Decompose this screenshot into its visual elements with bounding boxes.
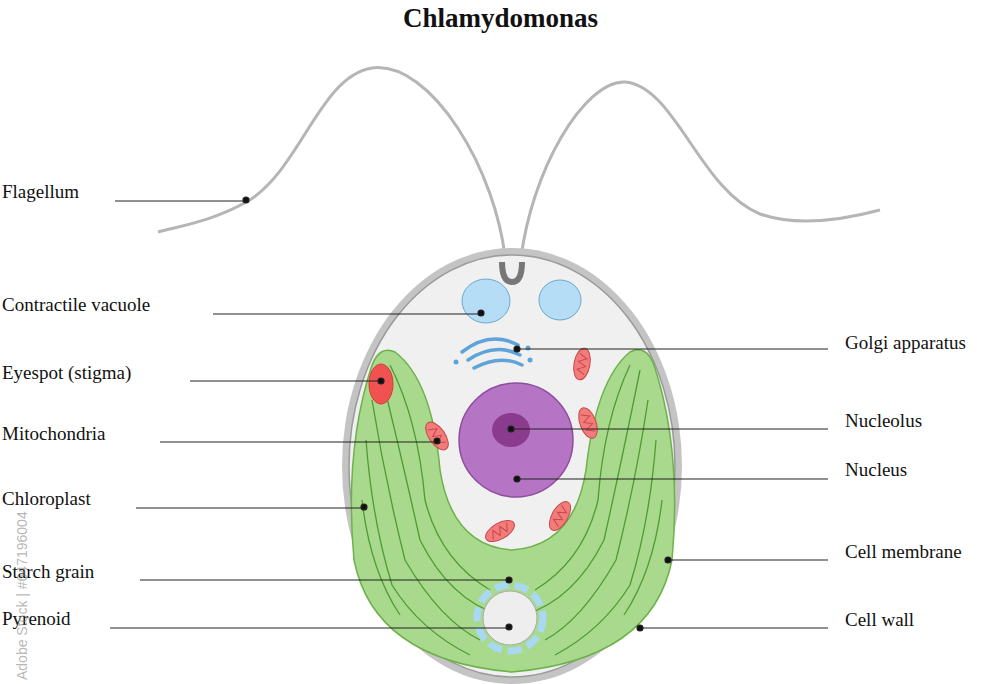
leader-line [668, 559, 828, 560]
mito-body [482, 516, 518, 546]
leader-dot [506, 577, 512, 583]
mito-body [571, 347, 592, 381]
mito-body [545, 498, 575, 534]
thylakoid [624, 500, 662, 615]
leader-dot [665, 557, 671, 563]
leader-lines [110, 197, 828, 631]
mito-body [575, 405, 601, 441]
cristae [428, 426, 446, 447]
leader-dot [243, 197, 249, 203]
leader-dot [434, 438, 440, 444]
watermark: Adobe Stock | #647196004 [14, 511, 30, 680]
part-label: Nucleus [845, 459, 907, 481]
mitochondrion [571, 347, 592, 381]
golgi-vesicle [526, 346, 531, 351]
basal-notch [502, 262, 522, 282]
thylakoid [362, 500, 400, 615]
mito-body [421, 418, 452, 453]
contractile-vacuole [539, 280, 581, 320]
cristae [581, 412, 595, 434]
leader-line [136, 507, 364, 508]
golgi-vesicle [454, 360, 459, 365]
golgi-cisterna [468, 350, 520, 360]
leader-dot [514, 476, 520, 482]
part-label: Nucleolus [845, 410, 922, 432]
leader-line [517, 478, 828, 479]
golgi-cisterna [474, 360, 522, 368]
part-label: Cell membrane [845, 541, 962, 563]
leader-line [190, 380, 381, 381]
leader-dot [478, 310, 484, 316]
part-label: Contractile vacuole [2, 294, 150, 316]
part-label: Mitochondria [2, 423, 105, 445]
flagellum-left [158, 68, 506, 266]
leader-dot [508, 426, 514, 432]
leader-dot [361, 504, 367, 510]
cristae [576, 353, 587, 374]
contractile-vacuole [462, 279, 510, 323]
part-label: Eyespot (stigma) [2, 362, 131, 384]
flagellum-right [520, 82, 880, 266]
leader-line [160, 441, 437, 442]
golgi-apparatus [454, 339, 533, 368]
flagella [158, 68, 880, 266]
nucleus [459, 383, 573, 497]
mitochondrion [421, 418, 452, 453]
thylakoid [555, 440, 656, 655]
leader-line [511, 428, 828, 429]
golgi-vesicle [528, 358, 533, 363]
starch-grains [477, 585, 543, 651]
leader-line [640, 627, 828, 628]
mitochondrion [482, 516, 518, 546]
mitochondrion [545, 498, 575, 534]
leader-dot [378, 378, 384, 384]
nucleolus [492, 413, 530, 447]
pyrenoid [483, 591, 537, 645]
leader-line [517, 348, 828, 349]
diagram-title: Chlamydomonas [403, 2, 598, 34]
thylakoid [366, 440, 470, 655]
leader-line [115, 200, 246, 201]
leader-line [110, 627, 509, 628]
cell-membrane [349, 255, 675, 677]
thylakoids [362, 365, 662, 655]
part-label: Flagellum [2, 181, 79, 203]
eyespot [369, 364, 393, 404]
part-label: Cell wall [845, 609, 914, 631]
mitochondria [421, 347, 601, 546]
leader-dot [506, 624, 512, 630]
leader-line [213, 313, 481, 314]
chloroplast-cup [351, 350, 674, 672]
part-label: Golgi apparatus [845, 332, 966, 354]
part-label: Chloroplast [2, 488, 91, 510]
part-label: Pyrenoid [2, 608, 71, 630]
leader-dot [514, 346, 520, 352]
cristae [489, 523, 510, 540]
cristae [552, 505, 569, 526]
leader-dot [637, 625, 643, 631]
leader-line [140, 579, 509, 580]
mitochondrion [575, 405, 601, 441]
